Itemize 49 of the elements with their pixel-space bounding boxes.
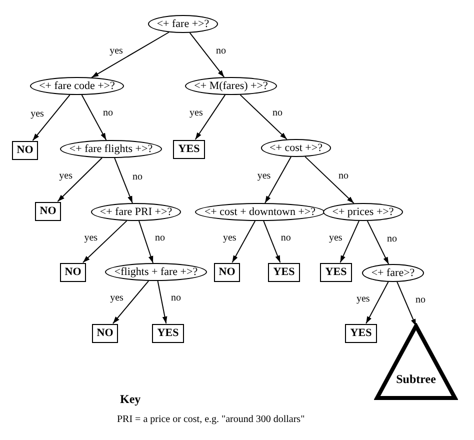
decision-ellipse: <+ fare PRI +>? bbox=[90, 203, 182, 221]
leaf-box: YES bbox=[152, 324, 184, 342]
key-note: PRI = a price or cost, e.g. "around 300 dollars" bbox=[117, 414, 305, 425]
leaf-box: NO bbox=[92, 324, 118, 342]
arrow bbox=[263, 220, 281, 263]
arrow bbox=[396, 281, 416, 326]
arrow bbox=[264, 156, 292, 204]
arrow bbox=[157, 280, 168, 324]
edge-label: no bbox=[272, 108, 284, 119]
arrow bbox=[240, 94, 288, 140]
arrow bbox=[304, 156, 354, 204]
leaf-box: NO bbox=[34, 202, 62, 220]
arrow bbox=[91, 32, 170, 78]
arrow bbox=[340, 220, 360, 263]
key-heading: Key bbox=[120, 392, 141, 407]
decision-ellipse: <+ fare>? bbox=[362, 264, 424, 282]
arrow bbox=[81, 94, 107, 141]
subtree-triangle bbox=[374, 323, 458, 401]
arrow bbox=[57, 157, 102, 202]
decision-ellipse: <+ M(fares) +>? bbox=[185, 77, 277, 95]
edge-label: yes bbox=[188, 108, 204, 119]
arrow bbox=[138, 220, 154, 264]
decision-ellipse: <+ fare code +>? bbox=[30, 77, 124, 95]
edge-label: no bbox=[170, 292, 182, 304]
decision-ellipse: <+ prices +>? bbox=[323, 203, 403, 221]
leaf-box: YES bbox=[268, 262, 300, 282]
decision-ellipse: <+ fare flights +>? bbox=[60, 140, 162, 158]
arrow bbox=[366, 220, 390, 265]
arrow bbox=[366, 281, 389, 324]
leaf-box: NO bbox=[12, 140, 38, 160]
leaf-box: YES bbox=[320, 262, 352, 282]
leaf-box: NO bbox=[214, 262, 240, 282]
edge-label: no bbox=[102, 108, 114, 119]
edge-label: yes bbox=[109, 292, 124, 304]
arrow bbox=[194, 94, 226, 140]
node-label: Subtree bbox=[395, 372, 437, 387]
decision-ellipse: <+ fare +>? bbox=[148, 15, 218, 33]
leaf-box: YES bbox=[345, 324, 377, 342]
leaf-box: YES bbox=[173, 140, 205, 158]
leaf-box: NO bbox=[60, 262, 86, 282]
arrow bbox=[189, 32, 225, 78]
decision-ellipse: <+ cost +>? bbox=[260, 139, 332, 157]
arrow bbox=[112, 280, 150, 324]
arrow bbox=[114, 157, 133, 204]
decision-ellipse: <flights + fare +>? bbox=[105, 263, 207, 281]
arrow bbox=[82, 220, 128, 263]
arrow bbox=[232, 220, 256, 263]
decision-ellipse: <+ cost + downtown +>? bbox=[195, 203, 325, 221]
arrow bbox=[32, 94, 70, 141]
